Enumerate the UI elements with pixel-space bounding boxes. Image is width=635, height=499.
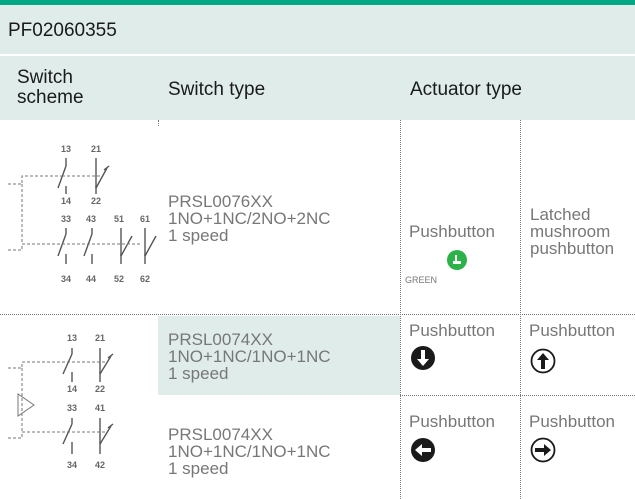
switch-type-row-3: PRSL0074XX 1NO+1NC/1NO+1NC 1 speed [168,425,331,478]
svg-text:41: 41 [95,403,105,413]
table-header-row: Switch scheme Switch type Actuator type [0,56,635,120]
header-actuator-type: Actuator type [410,79,522,100]
actuator-row-1-a: Pushbutton [409,222,496,241]
svg-text:62: 62 [140,274,150,284]
svg-text:33: 33 [67,403,77,413]
svg-text:21: 21 [91,144,101,154]
switch-type-row-2: PRSL0074XX 1NO+1NC/1NO+1NC 1 speed [168,330,331,383]
switch-scheme-diagram-1: 13 21 14 22 33 43 51 61 34 44 52 62 [8,144,157,284]
svg-text:13: 13 [67,333,77,343]
actuator-row-3-b: Pushbutton [529,412,616,431]
arrow-left-icon [411,438,435,462]
svg-text:13: 13 [61,144,71,154]
product-code: PF02060355 [8,20,117,41]
svg-text:34: 34 [61,274,71,284]
svg-text:33: 33 [61,214,71,224]
svg-text:44: 44 [86,274,96,284]
top-accent-rule [0,0,635,5]
arrow-right-icon [530,437,556,463]
svg-text:51: 51 [114,214,124,224]
svg-text:52: 52 [114,274,124,284]
svg-text:14: 14 [61,196,71,206]
column-divider [520,120,521,499]
header-switch-type: Switch type [168,79,266,100]
actuator-row-1-note: GREEN [405,275,438,285]
header-switch-scheme: Switch scheme [17,67,84,108]
svg-text:61: 61 [140,214,150,224]
svg-text:42: 42 [95,460,105,470]
switch-scheme-diagram-2: 13 21 14 22 33 41 34 42 [8,333,114,470]
svg-text:22: 22 [91,196,101,206]
column-divider [400,120,401,499]
column-divider [158,120,159,126]
green-hand-pushbutton-icon [447,250,467,270]
arrow-up-icon [530,348,556,374]
highlighted-row-background [158,316,400,395]
actuator-row-1-b: Latched mushroom pushbutton [530,205,615,258]
switch-type-row-1: PRSL0076XX 1NO+1NC/2NO+2NC 1 speed [168,192,331,245]
arrow-down-icon [411,346,435,370]
svg-text:43: 43 [86,214,96,224]
svg-text:14: 14 [67,384,77,394]
svg-text:34: 34 [67,460,77,470]
row-divider [0,314,635,315]
svg-text:21: 21 [95,333,105,343]
actuator-row-2-b: Pushbutton [529,321,616,340]
actuator-row-3-a: Pushbutton [409,412,496,431]
product-code-row: PF02060355 [0,5,635,54]
svg-text:22: 22 [95,384,105,394]
actuator-row-2-a: Pushbutton [409,321,496,340]
row-divider [400,395,635,396]
